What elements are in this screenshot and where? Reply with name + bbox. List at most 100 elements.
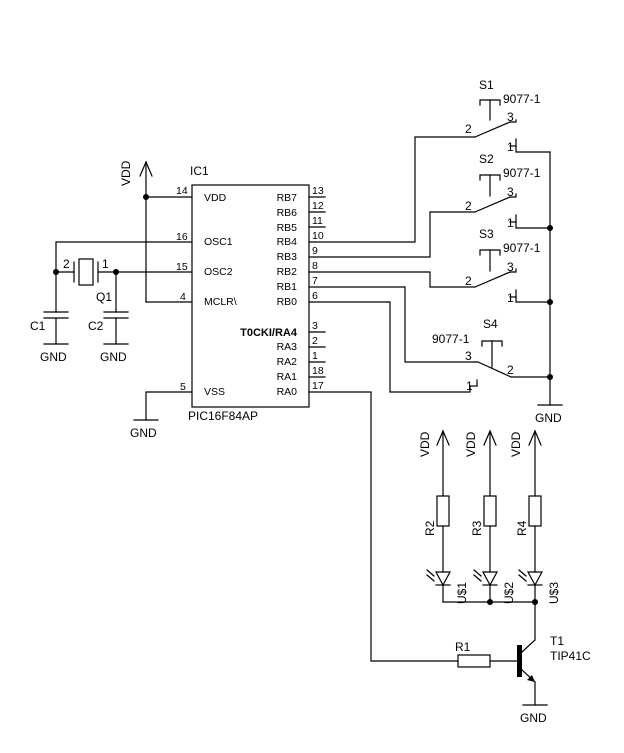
svg-text:R4: R4 — [515, 520, 529, 536]
svg-text:S3: S3 — [479, 227, 494, 241]
led-u3: U$3 — [518, 569, 561, 641]
ic1-pin-13-num: 13 — [312, 185, 324, 197]
wire-ra0-r1 — [308, 391, 459, 662]
wire-rb1-s4 — [308, 286, 479, 363]
ic1-pin-6-num: 6 — [312, 290, 318, 302]
svg-text:Q1: Q1 — [96, 290, 112, 304]
ic1-pin-9-num: 9 — [312, 245, 318, 257]
wire-rb4-s1 — [308, 136, 476, 243]
ic1-pin-11-num: 11 — [312, 215, 323, 227]
svg-text:9077-1: 9077-1 — [503, 92, 541, 106]
ic1-pin-vss-name: VSS — [204, 386, 225, 398]
ic1-body — [191, 184, 310, 408]
ic1-pin-rb3-name: RB3 — [277, 251, 298, 263]
junction-s4-gnd — [547, 374, 553, 380]
svg-text:R1: R1 — [455, 640, 471, 654]
svg-text:GND: GND — [40, 350, 67, 364]
switch-s1: S1 9077-1 2 3 1 — [465, 78, 541, 154]
svg-text:U$3: U$3 — [547, 582, 561, 604]
svg-text:S2: S2 — [479, 152, 494, 166]
vdd-symbol-r2: VDD — [418, 429, 450, 497]
ic1-pin-10-num: 10 — [312, 230, 324, 242]
junction-s2-gnd — [547, 225, 553, 231]
svg-text:3: 3 — [507, 260, 514, 274]
svg-text:2: 2 — [465, 274, 472, 288]
ic1-pin-rb4-name: RB4 — [277, 236, 298, 248]
capacitor-c1: C1 — [30, 311, 69, 345]
ic1-pin-rb5-name: RB5 — [277, 222, 298, 234]
ic1-pin-14-num: 14 — [176, 185, 188, 197]
led-u2: U$2 — [473, 569, 516, 604]
svg-text:2: 2 — [507, 363, 514, 377]
resistor-r1: R1 — [455, 640, 518, 668]
svg-text:1: 1 — [507, 140, 514, 154]
wire-rb2-s3 — [308, 271, 476, 288]
svg-text:VDD: VDD — [509, 431, 523, 457]
ic1-pin-ra4-name: T0CKI/RA4 — [240, 327, 298, 339]
ic1-pin-ra2-name: RA2 — [277, 356, 298, 368]
svg-text:9077-1: 9077-1 — [432, 332, 470, 346]
ic1-ref: IC1 — [190, 164, 209, 178]
ic1-pin-2-num: 2 — [312, 335, 318, 347]
wire-s1-1 — [515, 145, 551, 153]
junction-led-u3 — [532, 599, 538, 605]
vdd-symbol-r3: VDD — [464, 429, 497, 497]
ic1-pin-7-num: 7 — [312, 275, 318, 287]
vdd-symbol-r4: VDD — [509, 429, 542, 497]
ic1-pin-15-num: 15 — [176, 261, 188, 273]
svg-text:9077-1: 9077-1 — [503, 166, 541, 180]
ic1-pin-8-num: 8 — [312, 260, 318, 272]
svg-text:C2: C2 — [88, 319, 104, 333]
svg-text:1: 1 — [507, 216, 514, 230]
ic1-pin-5-num: 5 — [180, 381, 186, 393]
svg-text:3: 3 — [507, 185, 514, 199]
ic1-pin-vdd-name: VDD — [204, 192, 227, 204]
wire-osc1 — [55, 241, 193, 313]
ic1-pin-4-num: 4 — [180, 291, 186, 303]
svg-text:GND: GND — [535, 411, 562, 425]
svg-text:VDD: VDD — [464, 431, 478, 457]
switch-s3: S3 9077-1 2 3 1 — [465, 227, 541, 305]
svg-text:GND: GND — [520, 711, 547, 725]
ic1-pin-osc2-name: OSC2 — [204, 266, 233, 278]
ic1-pin-1-num: 1 — [312, 350, 318, 362]
svg-text:GND: GND — [100, 350, 127, 364]
ic1-pin-mclr-name: MCLR\ — [204, 296, 237, 308]
junction-led-u2 — [487, 599, 493, 605]
svg-text:9077-1: 9077-1 — [503, 241, 541, 255]
svg-text:VDD: VDD — [418, 431, 432, 457]
gnd-symbol-t1: GND — [520, 704, 548, 725]
junction-s3-gnd — [547, 299, 553, 305]
ic1-right-pin-names: RB7 RB6 RB5 RB4 RB3 RB2 RB1 RB0 T0CKI/RA… — [240, 192, 298, 398]
svg-text:1: 1 — [507, 291, 514, 305]
ic1-part: PIC16F84AP — [188, 409, 258, 423]
svg-text:2: 2 — [465, 122, 472, 136]
svg-text:C1: C1 — [30, 319, 46, 333]
ic1-pin-18-num: 18 — [312, 365, 324, 377]
wire-s3-1 — [515, 296, 551, 303]
ic1-pin-3-num: 3 — [312, 320, 318, 332]
resistor-r3: R3 — [470, 495, 497, 573]
wire-s2-1 — [515, 221, 551, 229]
transistor-t1: T1 TIP41C — [517, 634, 591, 706]
svg-text:GND: GND — [130, 426, 157, 440]
ic1-pin-17-num: 17 — [312, 380, 324, 392]
ic1-pin-rb6-name: RB6 — [277, 207, 298, 219]
vdd-symbol-ic: VDD — [119, 160, 153, 303]
svg-text:3: 3 — [507, 110, 514, 124]
svg-text:T1: T1 — [550, 634, 564, 648]
svg-text:3: 3 — [465, 349, 472, 363]
svg-text:U$2: U$2 — [502, 582, 516, 604]
svg-text:VDD: VDD — [119, 160, 133, 186]
resistor-r4: R4 — [515, 495, 542, 573]
svg-text:TIP41C: TIP41C — [550, 649, 591, 663]
switch-s2: S2 9077-1 2 3 1 — [465, 152, 541, 230]
svg-text:1: 1 — [102, 257, 109, 271]
gnd-symbol-switches: GND — [535, 404, 563, 425]
ic1-pin-rb7-name: RB7 — [277, 192, 298, 204]
gnd-symbol-vss: GND — [130, 391, 193, 440]
svg-text:R3: R3 — [470, 520, 484, 536]
gnd-symbol-c1: GND — [40, 343, 69, 364]
ic1-pin-16-num: 16 — [176, 231, 188, 243]
